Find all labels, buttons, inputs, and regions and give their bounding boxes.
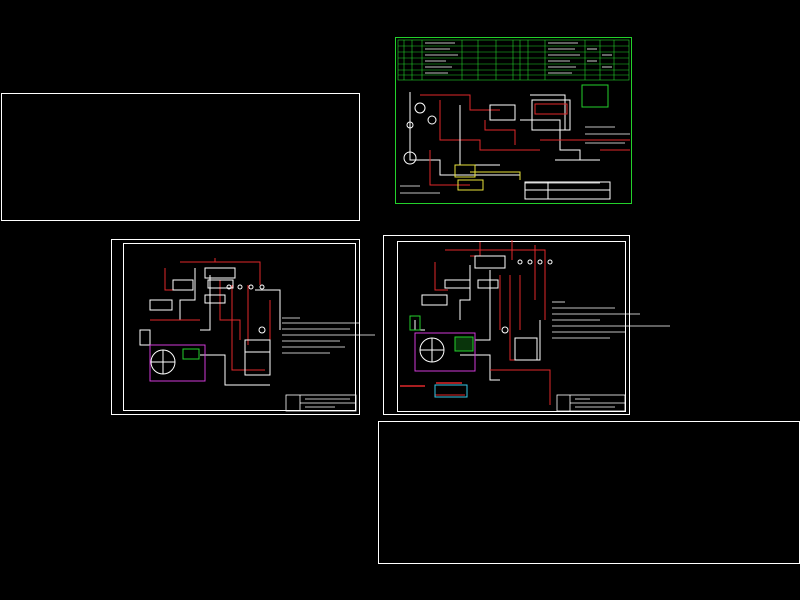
notes-tr: [400, 126, 630, 194]
sheet-middle-right-inner: [397, 241, 626, 412]
empty-frame-top-left: [1, 93, 360, 221]
title-block-ml: [285, 394, 357, 412]
title-block-ml-text: [305, 398, 350, 408]
parts-table-text: [425, 42, 612, 74]
parts-table: [397, 39, 630, 81]
schematic-wires-ml: [139, 258, 281, 386]
title-block-mr-text: [575, 398, 615, 408]
sheet-middle-left: [111, 239, 375, 415]
red-labels-mr: [400, 382, 462, 387]
title-block-mr: [556, 394, 626, 412]
schematic-wires-tr: [409, 92, 630, 186]
sheet-middle-left-outer: [111, 239, 360, 415]
sheet-top-right-border: [395, 37, 632, 204]
sheet-middle-right: [383, 235, 670, 415]
notes-mr: [552, 301, 670, 339]
empty-frame-bottom-right: [378, 421, 800, 564]
notes-ml: [282, 317, 375, 354]
components-mr: [409, 255, 553, 398]
components-ml: [139, 267, 271, 382]
sheet-middle-left-inner: [123, 243, 356, 411]
sheet-top-right: [395, 37, 632, 204]
components-tr: [403, 84, 611, 200]
schematic-wires-mr: [414, 240, 551, 405]
sheet-middle-right-outer: [383, 235, 630, 415]
